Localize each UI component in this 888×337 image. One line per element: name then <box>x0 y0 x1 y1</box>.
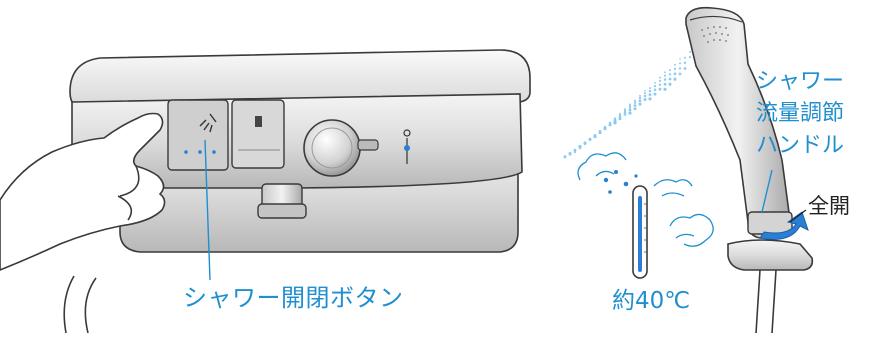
spray-droplet <box>643 98 647 101</box>
full-open-callout-line <box>789 209 807 223</box>
spray-droplet <box>673 77 677 81</box>
spray-droplet <box>568 152 572 155</box>
spray-droplet <box>663 87 667 91</box>
spray-droplet <box>683 67 687 70</box>
spray-droplet <box>664 71 666 73</box>
spray-droplet <box>679 62 681 65</box>
spray-droplet <box>653 85 657 88</box>
hand-illustration <box>0 112 166 271</box>
spray-droplet <box>633 107 637 111</box>
rotate-arrow-icon <box>759 211 809 240</box>
temperature-knob[interactable] <box>303 119 411 177</box>
shower-icon <box>199 113 217 133</box>
spray-droplet <box>678 72 682 76</box>
faucet-unit <box>69 49 531 253</box>
spray-droplet <box>678 67 682 70</box>
spray-droplet <box>674 63 676 66</box>
spray-droplet <box>628 106 632 109</box>
spray-droplet <box>598 131 602 135</box>
shower-button-label: シャワー開閉ボタン <box>183 284 404 312</box>
spray-droplet <box>658 79 662 82</box>
spray-droplet <box>638 96 642 100</box>
spray-droplet <box>648 89 652 93</box>
spray-droplet <box>644 92 646 95</box>
spray-droplet <box>649 87 651 90</box>
spray-droplet <box>659 76 661 79</box>
tub-spout-icon <box>255 116 262 127</box>
spray-droplet <box>634 99 636 102</box>
shower-open-close-button[interactable] <box>167 99 229 171</box>
flow-handle-label: シャワー 流量調節 ハンドル <box>756 66 844 162</box>
spray-droplet <box>653 88 657 92</box>
spray-droplet <box>628 111 632 115</box>
flow-adjust-handle[interactable] <box>747 211 809 240</box>
spray-droplet <box>689 51 691 53</box>
shower-holder <box>727 239 814 334</box>
spray-droplet <box>683 61 687 64</box>
spray-droplet <box>688 56 692 59</box>
spray-droplet <box>654 82 656 84</box>
spray-droplet <box>618 115 622 118</box>
spray-droplet <box>653 92 657 96</box>
spray-droplet <box>663 82 667 86</box>
handle-callout-line <box>761 169 773 213</box>
full-open-label: 全開 <box>808 194 850 218</box>
spray-droplet <box>673 67 677 70</box>
spray-droplet <box>658 83 662 87</box>
spray-droplet <box>629 103 631 106</box>
spray-droplet <box>673 72 677 76</box>
spray-droplet <box>639 95 641 97</box>
spray-droplet <box>629 104 631 107</box>
spray-droplet <box>638 102 642 106</box>
temperature-label: 約40℃ <box>612 288 691 314</box>
spray-droplet <box>588 137 592 141</box>
spray-droplet <box>618 117 622 121</box>
spray-droplet <box>684 56 686 59</box>
water-spray <box>563 39 701 159</box>
flow-handle-label-line-3: ハンドル <box>756 133 845 158</box>
spray-droplet <box>583 141 587 145</box>
spray-droplet <box>623 113 627 116</box>
spray-droplet <box>644 90 646 92</box>
button-callout-line <box>204 139 211 281</box>
spray-droplet <box>633 101 637 104</box>
spray-droplet <box>658 87 662 91</box>
flow-handle-label-line-2: 流量調節 <box>756 101 845 126</box>
spray-droplet <box>603 126 607 129</box>
spray-droplet <box>593 135 597 139</box>
spray-droplet <box>563 155 567 159</box>
spray-droplet <box>573 149 577 152</box>
spray-droplet <box>669 69 671 72</box>
spray-droplet <box>578 145 582 149</box>
spray-droplet <box>643 94 647 98</box>
spray-droplet <box>633 104 637 107</box>
outlet-fitting <box>257 183 307 219</box>
spray-droplet <box>663 78 667 81</box>
spray-droplet <box>613 121 617 125</box>
spray-droplet <box>668 73 672 76</box>
flow-handle-label-line-1: シャワー <box>756 69 845 94</box>
spray-droplet <box>638 99 642 103</box>
spray-droplet <box>608 123 612 127</box>
spray-droplet <box>679 58 681 60</box>
thermometer-icon <box>632 185 648 279</box>
spray-droplet <box>648 93 652 97</box>
shower-hose <box>84 277 97 334</box>
spray-droplet <box>648 97 652 101</box>
spray-droplet <box>668 82 672 86</box>
spray-droplet <box>623 110 627 114</box>
droplets <box>603 170 642 194</box>
tub-button[interactable] <box>231 99 285 169</box>
spray-droplet <box>668 77 672 81</box>
spray-droplet <box>628 108 632 112</box>
spray-droplet <box>664 74 666 77</box>
steam-clouds <box>577 152 714 247</box>
